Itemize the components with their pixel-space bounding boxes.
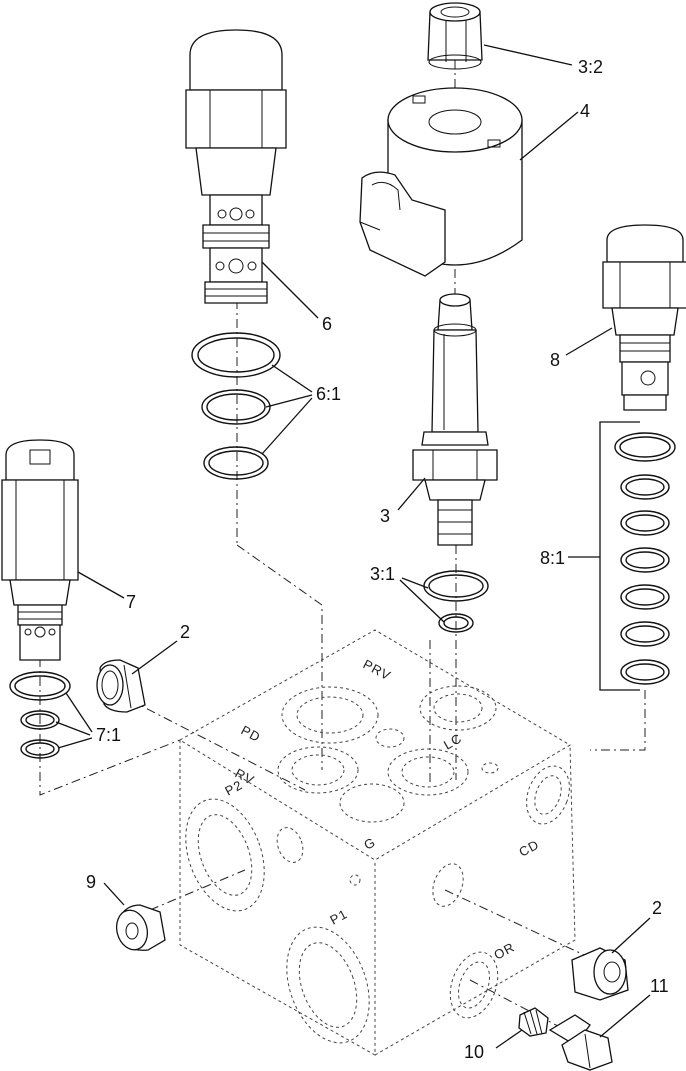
manifold-block	[179, 629, 576, 1056]
port-label-pd: PD	[239, 722, 264, 745]
callout-4: 4	[580, 101, 590, 121]
port-label-g: G	[361, 834, 378, 852]
callout-10: 10	[464, 1042, 484, 1062]
o-rings-6-1	[191, 332, 281, 480]
port-label-p1: P1	[327, 906, 350, 928]
port-label-prv: PRV	[361, 656, 394, 683]
callout-3-1: 3:1	[370, 564, 395, 584]
port-label-or: OR	[491, 939, 517, 962]
callout-3: 3	[380, 506, 390, 526]
callout-11: 11	[650, 976, 669, 996]
port-labels: PRV PD LC RV P2 G CD P1 OR	[222, 656, 541, 962]
seal-stack-8-1	[614, 432, 676, 685]
o-rings-7-1	[9, 671, 71, 759]
plug-2-left	[96, 659, 146, 713]
fitting-10	[518, 1007, 549, 1037]
callout-7-1: 7:1	[96, 725, 121, 745]
cartridge-valve-8	[602, 224, 686, 411]
port-label-cd: CD	[516, 837, 541, 860]
callout-9: 9	[86, 872, 96, 892]
callout-8-1: 8:1	[540, 548, 565, 568]
cartridge-valve-7	[1, 439, 79, 661]
port-label-p2: P2	[222, 777, 245, 799]
nut-3-2	[427, 2, 483, 70]
port-label-lc: LC	[441, 730, 465, 752]
plug-2-right	[571, 947, 629, 1001]
callout-2-right: 2	[652, 898, 662, 918]
callout-2-left: 2	[180, 622, 190, 642]
solenoid-coil-4	[359, 87, 523, 277]
plug-11	[548, 1014, 613, 1071]
bracket-8-1	[599, 421, 640, 691]
callouts: 3:2 4 6 6:1 8 3 8:1 3:1 7 2 7:1 9 2 11 1…	[86, 57, 669, 1062]
callout-6: 6	[322, 314, 332, 334]
solenoid-valve-stem-3	[412, 293, 498, 546]
plug-9	[115, 904, 166, 951]
callout-6-1: 6:1	[316, 384, 341, 404]
cartridge-valve-6	[185, 29, 287, 304]
leader-lines	[55, 44, 651, 1049]
callout-7: 7	[126, 592, 136, 612]
callout-8: 8	[550, 350, 560, 370]
center-lines	[39, 60, 646, 1036]
callout-3-2: 3:2	[578, 57, 603, 77]
